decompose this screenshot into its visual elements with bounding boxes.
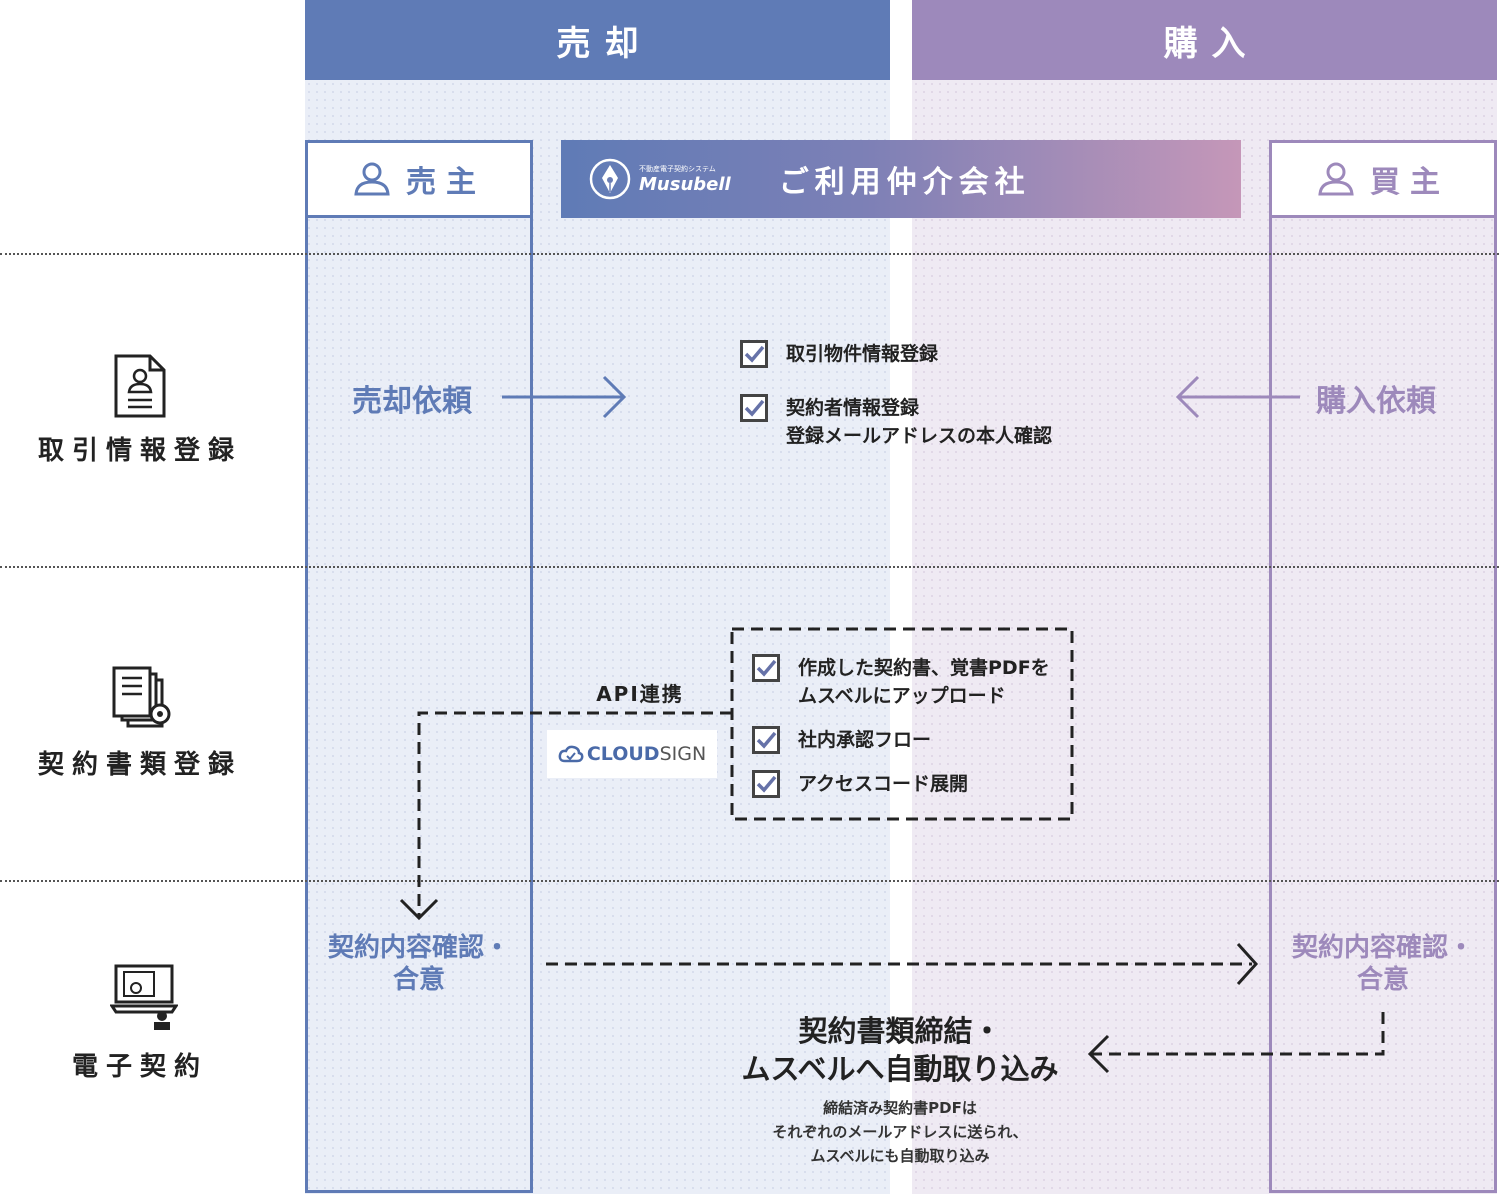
buy-request: 購入依頼 xyxy=(1316,384,1436,419)
buyer-confirm-line: 合意 xyxy=(1356,965,1409,995)
cloud-icon xyxy=(558,745,584,763)
seller-confirm-line: 契約内容確認・ xyxy=(327,933,510,963)
row-divider xyxy=(0,253,1499,255)
final-note-line: ムスベルにも自動取り込み xyxy=(810,1147,990,1165)
right-arrow-icon xyxy=(502,375,627,419)
buyer-label: 買主 xyxy=(1370,165,1450,200)
pen-nib-icon xyxy=(589,158,631,200)
documents-gear-icon xyxy=(112,666,171,728)
checklist-text: 社内承認フロー xyxy=(798,729,932,751)
person-icon xyxy=(354,162,390,196)
seller-box: 売主 xyxy=(305,140,533,218)
checkbox-icon xyxy=(752,654,780,682)
document-person-icon xyxy=(114,354,166,418)
final-note-line: 締結済み契約書PDFは xyxy=(823,1099,977,1117)
seller-confirm-line: 合意 xyxy=(392,965,445,995)
sell-header: 売却 xyxy=(305,0,890,80)
checklist-item: 取引物件情報登録 xyxy=(740,340,938,368)
cloudsign-sign-text: SIGN xyxy=(659,743,707,765)
checklist-item: 社内承認フロー xyxy=(752,726,931,754)
seller-label: 売主 xyxy=(406,165,486,200)
checklist-text: 作成した契約書、覚書PDFを xyxy=(798,657,1050,679)
row-divider xyxy=(0,880,1499,882)
checklist-item: 作成した契約書、覚書PDFを ムスベルにアップロード xyxy=(752,654,1050,710)
checklist-text: 取引物件情報登録 xyxy=(786,343,939,365)
seller-lane xyxy=(305,215,533,1193)
musubell-logo: 不動産電子契約システム Musubell xyxy=(589,158,731,200)
row-divider xyxy=(0,566,1499,568)
api-link-label: API連携 xyxy=(596,682,684,706)
left-arrow-icon xyxy=(1175,375,1300,419)
checklist-text: アクセスコード展開 xyxy=(798,773,969,795)
row-label: 取引情報登録 xyxy=(37,436,242,466)
checklist-text: 登録メールアドレスの本人確認 xyxy=(786,425,1053,447)
checkbox-icon xyxy=(752,770,780,798)
cloudsign-cloud-text: CLOUD xyxy=(586,743,660,765)
sell-request: 売却依頼 xyxy=(352,384,472,419)
row-label: 契約書類登録 xyxy=(37,750,242,780)
final-title-line: ムスベルへ自動取り込み xyxy=(741,1052,1059,1086)
final-title: 契約書類締結・ ムスベルへ自動取り込み xyxy=(700,1012,1100,1088)
buyer-confirm: 契約内容確認・ 合意 xyxy=(1269,932,1497,996)
checkbox-icon xyxy=(740,340,768,368)
final-note: 締結済み契約書PDFは それぞれのメールアドレスに送られ、 ムスベルにも自動取り… xyxy=(700,1096,1100,1168)
broker-title: ご利用仲介会社 xyxy=(778,165,1031,200)
final-note-line: それぞれのメールアドレスに送られ、 xyxy=(772,1123,1028,1141)
checklist-item: アクセスコード展開 xyxy=(752,770,968,798)
checklist-text: 契約者情報登録 xyxy=(786,397,920,419)
checkbox-icon xyxy=(752,726,780,754)
laptop-stamp-icon xyxy=(110,964,178,1030)
person-icon xyxy=(1318,162,1354,196)
broker-box: 不動産電子契約システム Musubell ご利用仲介会社 xyxy=(561,140,1241,218)
seller-confirm: 契約内容確認・ 合意 xyxy=(305,932,533,996)
buyer-lane xyxy=(1269,215,1497,1193)
logo-subtitle: 不動産電子契約システム xyxy=(639,164,716,173)
final-title-line: 契約書類締結・ xyxy=(798,1014,1002,1048)
row-label: 電子契約 xyxy=(71,1052,208,1082)
buyer-box: 買主 xyxy=(1269,140,1497,218)
buy-header: 購入 xyxy=(912,0,1497,80)
checklist-text: ムスベルにアップロード xyxy=(798,685,1006,707)
buyer-confirm-line: 契約内容確認・ xyxy=(1291,933,1474,963)
checklist-item: 契約者情報登録 登録メールアドレスの本人確認 xyxy=(740,394,1052,450)
logo-name: Musubell xyxy=(639,173,731,195)
checkbox-icon xyxy=(740,394,768,422)
